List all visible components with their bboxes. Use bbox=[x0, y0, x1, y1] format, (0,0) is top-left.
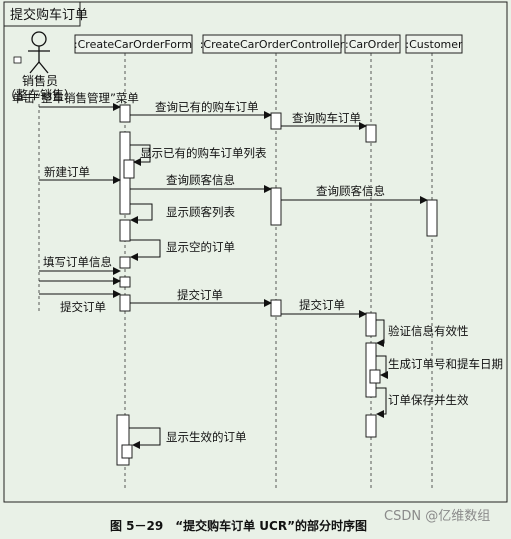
activation-bar bbox=[270, 112, 282, 130]
self-message-arrow bbox=[130, 144, 151, 166]
self-message-arrow bbox=[376, 319, 385, 347]
actor-salesperson: 销售员 （整车销售） bbox=[4, 31, 76, 102]
self-message-arrow bbox=[376, 387, 387, 418]
message-label: 提交订单 bbox=[177, 288, 223, 302]
activation-bar bbox=[365, 124, 377, 143]
message-label: 查询顾客信息 bbox=[166, 173, 235, 187]
message-query-orders: 查询已有的购车订单 bbox=[130, 100, 272, 119]
message-label: 生成订单号和提车日期 bbox=[388, 357, 503, 371]
message-label: 显示空的订单 bbox=[166, 240, 235, 254]
message-label: 新建订单 bbox=[44, 165, 90, 179]
activation-bar bbox=[119, 104, 131, 123]
activation-bar bbox=[365, 312, 377, 337]
frame-title: 提交购车订单 bbox=[10, 7, 88, 23]
lifeline-carorder: :CarOrder bbox=[344, 34, 401, 54]
message-label: 显示生效的订单 bbox=[166, 430, 247, 444]
activation-bar bbox=[365, 414, 377, 438]
message-label: 验证信息有效性 bbox=[388, 324, 469, 338]
message-fill-order-info: 填写订单信息 bbox=[39, 255, 121, 275]
activation-bar bbox=[426, 199, 438, 237]
actor-name: 销售员 bbox=[22, 73, 58, 88]
diagram-frame bbox=[3, 1, 508, 503]
activation-bar bbox=[119, 256, 131, 269]
message-submit-order-actor: 提交订单 bbox=[39, 290, 121, 314]
figure-caption: 图 5－29 “提交购车订单 UCR”的部分时序图 bbox=[110, 518, 367, 533]
lifeline-label-customer: :Customer bbox=[405, 38, 463, 51]
lifeline-form: :CreateCarOrderForm bbox=[74, 34, 193, 54]
message-label: 单击“整车销售管理”菜单 bbox=[12, 91, 139, 105]
message-show-active-order: 显示生效的订单 bbox=[129, 427, 247, 449]
message-save-order: 订单保存并生效 bbox=[376, 387, 469, 418]
message-query-carorder: 查询购车订单 bbox=[281, 111, 367, 130]
activation-bar bbox=[270, 187, 282, 226]
message-label: 填写订单信息 bbox=[43, 255, 112, 269]
message-query-customer-info: 查询顾客信息 bbox=[281, 184, 428, 204]
activation-bar bbox=[119, 294, 131, 312]
message-submit-order-controller: 提交订单 bbox=[130, 288, 272, 307]
message-label: 查询已有的购车订单 bbox=[155, 100, 259, 114]
watermark: CSDN @亿维数组 bbox=[384, 509, 490, 524]
message-show-empty-order: 显示空的订单 bbox=[130, 239, 235, 261]
lifeline-controller: :CreateCarOrderController bbox=[200, 34, 345, 54]
actor-stereotype-icon bbox=[13, 56, 22, 64]
activation-bar bbox=[119, 276, 131, 288]
actor-head bbox=[31, 31, 47, 47]
message-label: 显示已有的购车订单列表 bbox=[140, 146, 267, 160]
lifeline-head-controller bbox=[202, 34, 342, 54]
message-label: 查询购车订单 bbox=[292, 111, 361, 125]
message-label: 显示顾客列表 bbox=[166, 205, 235, 219]
lifeline-head-customer bbox=[405, 34, 463, 54]
message-click-menu: 单击“整车销售管理”菜单 bbox=[12, 91, 139, 111]
lifeline-label-carorder: :CarOrder bbox=[345, 38, 399, 51]
frame-title-tab bbox=[4, 2, 81, 27]
activation-bar bbox=[369, 369, 381, 384]
activation-bar bbox=[123, 159, 135, 179]
self-message-arrow bbox=[376, 355, 388, 379]
activation-bar bbox=[121, 444, 133, 459]
message-label: 订单保存并生效 bbox=[388, 393, 469, 407]
lifeline-customer: :Customer bbox=[405, 34, 463, 54]
message-new-order: 新建订单 bbox=[39, 165, 121, 184]
self-message-arrow bbox=[130, 239, 161, 261]
self-message-arrow bbox=[129, 427, 161, 449]
activation-bar bbox=[119, 219, 131, 242]
message-label: 提交订单 bbox=[299, 298, 345, 312]
lifeline-head-form bbox=[74, 34, 193, 54]
message-label: 提交订单 bbox=[60, 300, 106, 314]
lifeline-label-controller: :CreateCarOrderController bbox=[200, 38, 345, 51]
message-show-customer-list: 显示顾客列表 bbox=[130, 203, 235, 224]
actor-role: （整车销售） bbox=[4, 87, 76, 102]
message-label: 查询顾客信息 bbox=[316, 184, 385, 198]
actor-leg-left bbox=[29, 61, 40, 74]
message-generate-number: 生成订单号和提车日期 bbox=[376, 355, 503, 379]
message-validate-info: 验证信息有效性 bbox=[376, 319, 469, 347]
activation-bar bbox=[270, 299, 282, 317]
lifeline-head-carorder bbox=[344, 34, 401, 54]
message-show-order-list: 显示已有的购车订单列表 bbox=[130, 144, 267, 166]
lifeline-label-form: :CreateCarOrderForm bbox=[74, 38, 192, 51]
message-submit-order-carorder: 提交订单 bbox=[281, 298, 367, 318]
message-query-customer: 查询顾客信息 bbox=[130, 173, 272, 193]
actor-leg-right bbox=[38, 61, 49, 74]
self-message-arrow bbox=[130, 203, 153, 224]
